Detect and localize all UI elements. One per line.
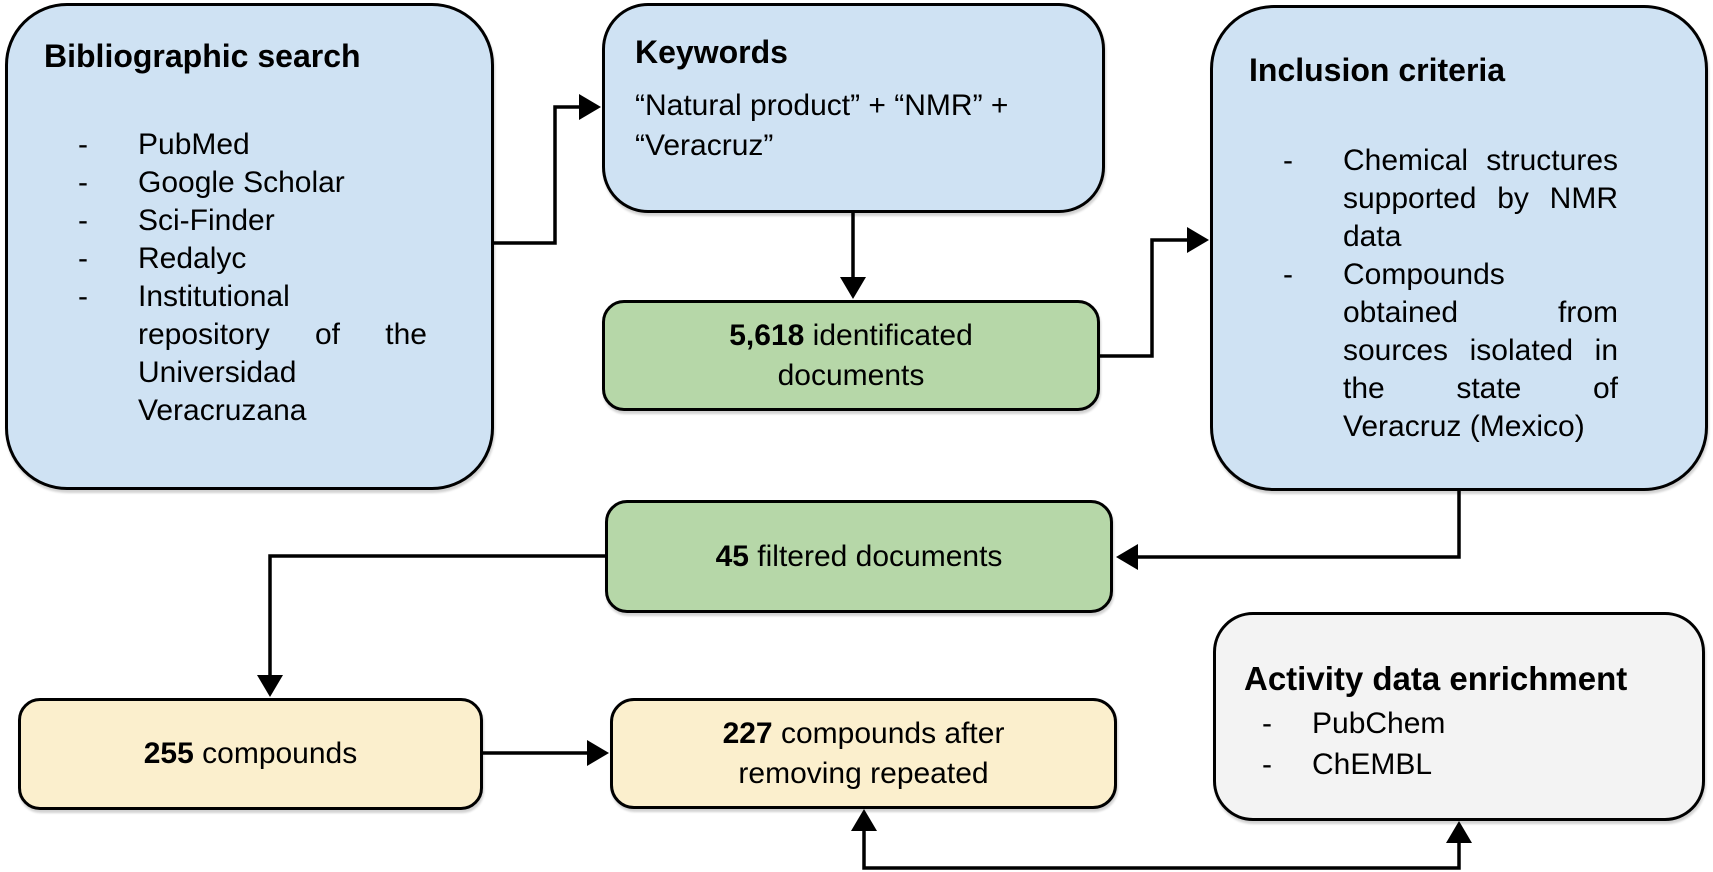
activity-enrichment-box: Activity data enrichment - PubChem - ChE…: [1213, 612, 1705, 821]
arrow-biblio-to-keywords: [494, 94, 601, 245]
identified-documents-count: 5,618: [729, 318, 805, 352]
list-item: - PubMed: [78, 126, 491, 164]
list-item: - Google Scholar: [78, 164, 491, 202]
list-item-text: ChEMBL: [1312, 748, 1433, 781]
filtered-documents-box: 45 filtered documents: [605, 500, 1113, 613]
keywords-query: “Natural product” + “NMR” + “Veracruz”: [635, 89, 1009, 162]
list-bullet: -: [78, 242, 88, 275]
filtered-documents-label: filtered documents: [757, 539, 1003, 573]
list-item: - Sci-Finder: [78, 202, 491, 240]
activity-enrichment-title: Activity data enrichment: [1244, 660, 1628, 697]
list-item: - ChEMBL: [1262, 744, 1682, 785]
list-item-text: Sci-Finder: [138, 204, 275, 237]
inclusion-criteria-box: Inclusion criteria - Chemical structures…: [1210, 5, 1708, 491]
arrow-keywords-to-identified: [840, 213, 866, 299]
list-item-text: Institutional repository of the Universi…: [138, 280, 427, 427]
identified-documents-box: 5,618 identificated documents: [602, 300, 1100, 411]
inclusion-criteria-list: - Chemical structures supported by NMR d…: [1249, 142, 1705, 446]
compounds-unique-box: 227 compounds after removing repeated: [610, 698, 1117, 809]
list-item-text: Redalyc: [138, 242, 247, 275]
list-item-text: Google Scholar: [138, 166, 345, 199]
identified-documents-label: identificated documents: [777, 318, 973, 392]
list-item-text: PubChem: [1312, 707, 1446, 740]
arrow-compounds-to-unique: [483, 740, 609, 766]
list-bullet: -: [1262, 748, 1272, 781]
keywords-title: Keywords: [635, 34, 788, 70]
list-bullet: -: [1283, 258, 1293, 291]
list-item: - Compounds obtained from sources isolat…: [1283, 256, 1705, 446]
arrow-filtered-to-compounds: [257, 554, 605, 697]
bibliographic-search-title: Bibliographic search: [44, 38, 361, 74]
list-item: - PubChem: [1262, 703, 1682, 744]
filtered-documents-count: 45: [715, 539, 749, 573]
list-bullet: -: [78, 280, 88, 313]
list-bullet: -: [78, 204, 88, 237]
list-bullet: -: [1262, 707, 1272, 740]
list-item-text: PubMed: [138, 128, 250, 161]
activity-enrichment-list: - PubChem - ChEMBL: [1244, 703, 1682, 785]
inclusion-criteria-title: Inclusion criteria: [1249, 52, 1506, 88]
compounds-unique-count: 227: [722, 716, 773, 750]
compounds-total-box: 255 compounds: [18, 698, 483, 810]
list-item: - Chemical structures supported by NMR d…: [1283, 142, 1705, 256]
list-item: - Redalyc: [78, 240, 491, 278]
arrow-inclusion-to-filtered: [1116, 491, 1461, 570]
list-bullet: -: [78, 166, 88, 199]
list-bullet: -: [1283, 144, 1293, 177]
compounds-total-label: compounds: [202, 737, 358, 770]
list-bullet: -: [78, 128, 88, 161]
compounds-unique-label: compounds after removing repeated: [738, 716, 1005, 790]
compounds-total-count: 255: [143, 737, 194, 770]
filtered-documents-text: 45 filtered documents: [716, 537, 1003, 577]
arrow-identified-to-inclusion: [1100, 227, 1209, 358]
compounds-total-text: 255 compounds: [144, 734, 358, 774]
identified-documents-text: 5,618 identificated documents: [690, 316, 1012, 396]
compounds-unique-text: 227 compounds after removing repeated: [683, 714, 1044, 794]
bibliographic-search-list: - PubMed - Google Scholar - Sci-Finder -…: [44, 126, 491, 430]
list-item-text: Chemical structures supported by NMR dat…: [1343, 144, 1618, 253]
keywords-box: Keywords “Natural product” + “NMR” + “Ve…: [602, 3, 1105, 213]
list-item: - Institutional repository of the Univer…: [78, 278, 491, 430]
list-item-text: Compounds obtained from sources isolated…: [1343, 258, 1618, 443]
bibliographic-search-box: Bibliographic search - PubMed - Google S…: [5, 3, 494, 490]
